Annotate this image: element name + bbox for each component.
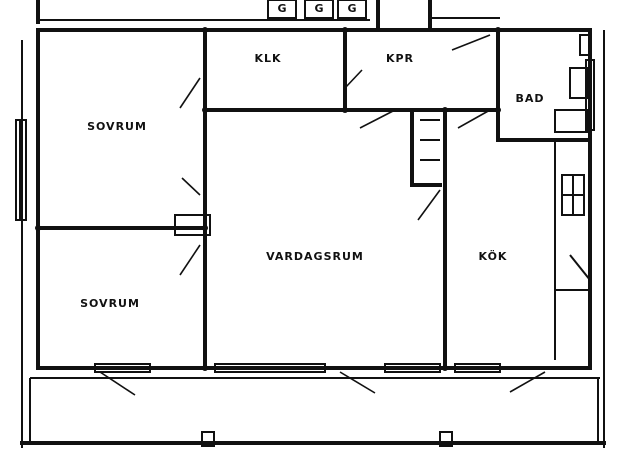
garage-door-label: G: [314, 2, 323, 15]
room-label-living-room: VARDAGSRUM: [266, 250, 364, 263]
room-label-bathroom: BAD: [515, 92, 544, 105]
kitchen-fittings: [554, 140, 591, 360]
exterior-walls: [20, 28, 606, 448]
room-label-kitchen: KÖK: [479, 249, 508, 263]
room-label-hall: KPR: [386, 52, 414, 65]
room-label-bedroom-2: SOVRUM: [80, 297, 140, 310]
room-label-bedroom-1: SOVRUM: [87, 120, 147, 133]
top-garage-strip: G G G: [36, 0, 500, 32]
room-label-closet: KLK: [254, 52, 281, 65]
wall-junctions: [35, 27, 501, 371]
bathroom-fittings: [554, 34, 591, 133]
window-markers: [15, 59, 595, 373]
garage-door-label: G: [277, 2, 286, 15]
garage-door-label: G: [347, 2, 356, 15]
door-swings: [99, 34, 546, 396]
interior-walls: [36, 28, 592, 370]
